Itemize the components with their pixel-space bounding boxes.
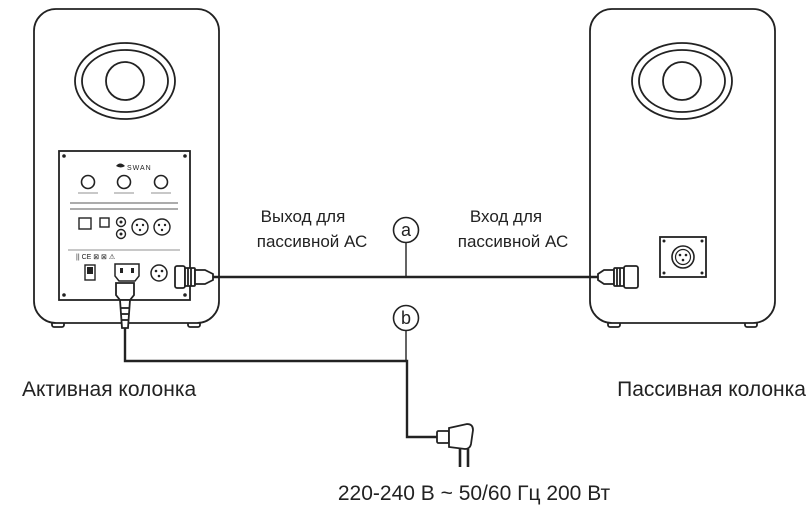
optical-input — [78, 217, 92, 230]
passive-speaker-label: Пассивная колонка — [617, 378, 806, 401]
speaker-output-socket — [150, 264, 168, 282]
speaker-input-socket — [659, 236, 707, 278]
power-socket — [114, 263, 140, 282]
tweeter-icon — [631, 42, 733, 120]
output-label-line-2: пассивной АС — [257, 232, 368, 251]
brand-label: SWAN — [127, 165, 152, 172]
active-speaker: || CE ⊠ ⊠ ⚠ — [33, 8, 220, 328]
passive-speaker-cabinet — [589, 8, 776, 324]
marker-a-label: a — [401, 220, 412, 240]
power-spec-label: 220-240 В ~ 50/60 Гц 200 Вт — [338, 482, 611, 505]
svg-text:|| CE ⊠ ⊠ ⚠: || CE ⊠ ⊠ ⚠ — [76, 253, 115, 261]
knob-2 — [116, 174, 132, 190]
marker-b-label: b — [401, 308, 411, 328]
xlr-connector-icon — [131, 218, 171, 236]
rca-jack-2 — [115, 228, 127, 240]
knob-1 — [80, 174, 96, 190]
input-label-line-1: Вход для — [470, 207, 542, 226]
passive-speaker — [589, 8, 776, 328]
knob-3 — [153, 174, 169, 190]
input-label-line-2: пассивной АС — [458, 232, 569, 251]
output-connector-plug — [174, 265, 214, 289]
brand-logo-icon — [116, 163, 125, 168]
power-plug-icon — [436, 423, 474, 467]
marker-a-circle — [392, 216, 420, 244]
active-speaker-label: Активная колонка — [22, 378, 196, 401]
power-cord-plug — [115, 282, 135, 329]
tweeter-icon — [74, 42, 176, 120]
power-cable — [123, 328, 438, 439]
power-switch-icon — [84, 264, 96, 281]
usb-input — [99, 217, 110, 228]
rca-jack-1 — [115, 216, 127, 228]
output-label-line-1: Выход для — [261, 207, 346, 226]
active-speaker-back-panel: || CE ⊠ ⊠ ⚠ — [58, 150, 191, 301]
marker-b-circle — [392, 304, 420, 332]
input-connector-plug — [597, 265, 639, 289]
